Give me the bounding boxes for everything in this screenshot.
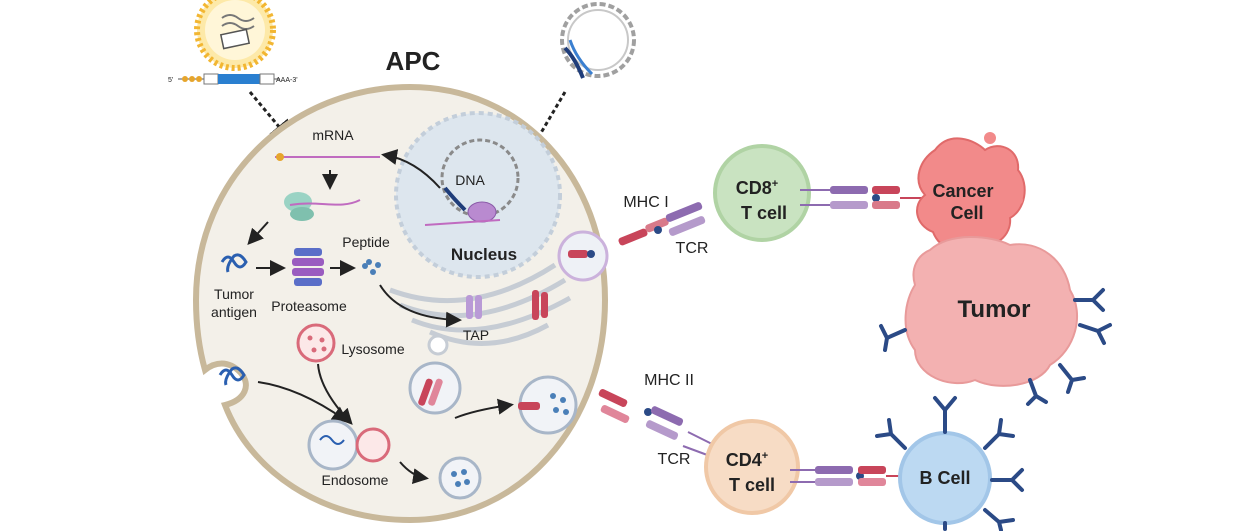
- lipid-nanoparticle-icon: [194, 0, 276, 71]
- tap-label: TAP: [463, 327, 489, 343]
- tap-transporter-icon: [466, 295, 482, 319]
- dna-label: DNA: [455, 172, 485, 188]
- mhc1-tcr-complex: [618, 202, 706, 246]
- b-cell-label: B Cell: [919, 468, 970, 488]
- mhc1-label: MHC I: [623, 194, 668, 211]
- cd8-cancer-tcr-mhc: [800, 186, 925, 209]
- b-cell-antibody-icon: [875, 396, 1024, 531]
- mhc2-tcr-complex: [598, 389, 713, 457]
- ribosome-icon: [284, 192, 361, 221]
- peptide-vesicle: [438, 456, 482, 500]
- mrna-label: mRNA: [312, 127, 354, 143]
- mrna-3prime-label: AAA-3': [276, 77, 298, 84]
- proteasome-icon: [292, 248, 324, 286]
- cd8-t-cell: [713, 144, 811, 242]
- endosome-label: Endosome: [322, 472, 389, 488]
- cd4-bcell-tcr-mhc: [790, 466, 905, 486]
- apc-title: APC: [386, 46, 441, 76]
- cd4-label-line2: T cell: [729, 475, 775, 495]
- cancer-cell-label-line2: Cell: [950, 203, 983, 223]
- cd8-label: CD8+: [736, 178, 778, 198]
- tumor-antigen-label-line1: Tumor: [214, 286, 254, 302]
- proteasome-label: Proteasome: [271, 298, 347, 314]
- tcr-top-label: TCR: [676, 240, 709, 257]
- nucleus: [394, 111, 562, 279]
- cd4-t-cell: [704, 419, 800, 515]
- lysosome-label: Lysosome: [341, 341, 405, 357]
- rna-polymerase-icon: [467, 201, 497, 223]
- cancer-cell: [916, 137, 1026, 252]
- tumor-antigen-icon: [220, 253, 248, 273]
- cancer-cell-label-line1: Cancer: [932, 181, 993, 201]
- mrna-5prime-label: 5': [168, 77, 173, 84]
- plasmid-dna-icon: [560, 2, 636, 79]
- peptide-label: Peptide: [342, 234, 390, 250]
- tcr-bottom-label: TCR: [658, 451, 691, 468]
- cd4-label: CD4+: [726, 450, 768, 470]
- tumor-antigen-label-line2: antigen: [211, 304, 257, 320]
- mhc2-in-vesicle-icon: [418, 378, 443, 406]
- tumor-label: Tumor: [958, 296, 1031, 323]
- endocytosed-antigen-icon: [218, 366, 246, 386]
- mrna-construct-icon: 5' AAA-3': [168, 73, 298, 85]
- nucleus-label: Nucleus: [451, 245, 517, 264]
- mhc1-in-er-icon: [532, 290, 548, 320]
- antibody-icon: [879, 288, 1112, 406]
- mhc2-label: MHC II: [644, 372, 694, 389]
- peptide-icon: [362, 259, 381, 275]
- endosome-icon: [307, 419, 391, 471]
- lysosome-icon: [296, 323, 336, 363]
- cd8-label-line2: T cell: [741, 203, 787, 223]
